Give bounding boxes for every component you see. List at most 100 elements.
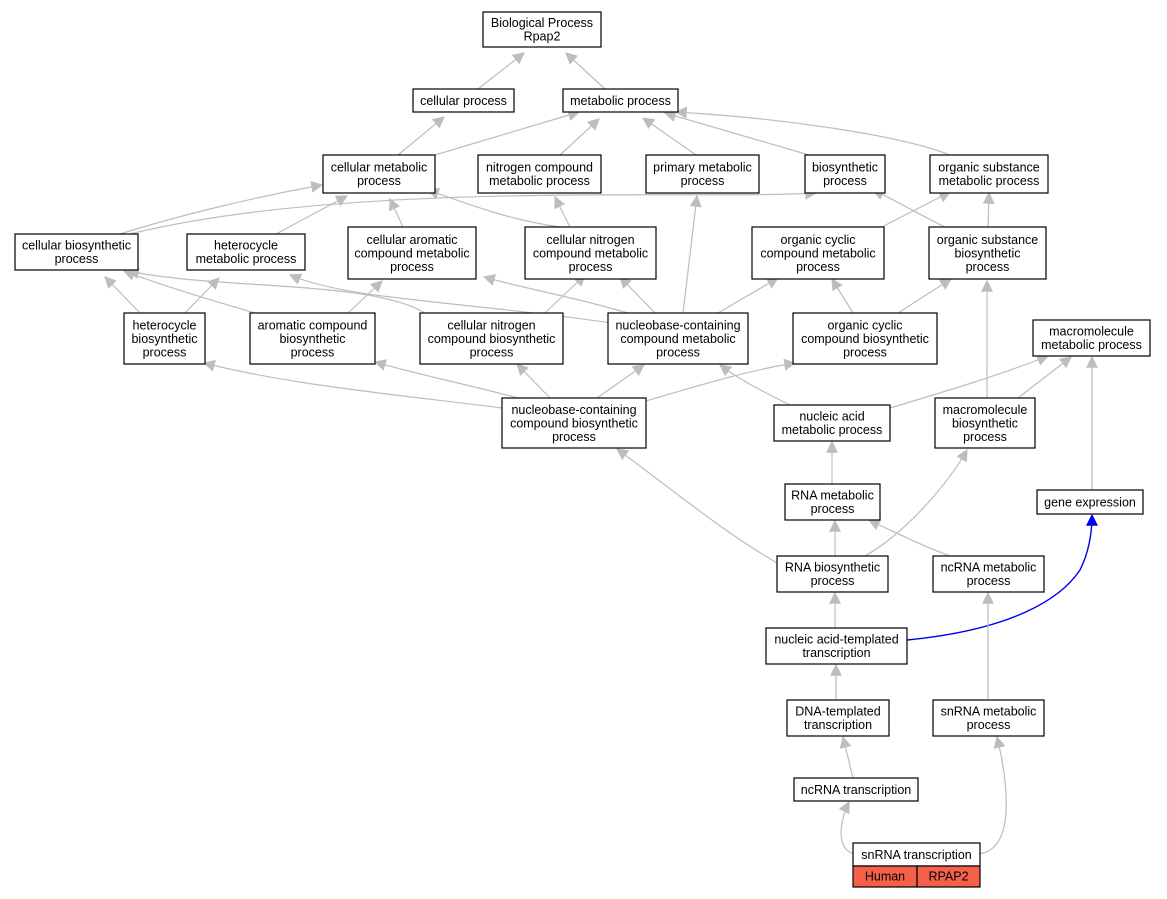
- edge-nbmet-orgcycmet: [717, 277, 780, 314]
- go-term-label-line: nucleobase-containing: [511, 403, 636, 417]
- go-term-label-line: biosynthetic: [279, 332, 345, 346]
- go-term-label-line: process: [823, 174, 867, 188]
- go-term-label-line: macromolecule: [943, 403, 1028, 417]
- go-term-box: [186, 233, 306, 271]
- go-term-label-line: cellular metabolic: [331, 161, 428, 175]
- go-term-node-metproc[interactable]: metabolic process: [562, 88, 679, 113]
- go-term-label-line: biosynthetic: [131, 332, 197, 346]
- go-term-node-ncrnatrans[interactable]: ncRNA transcription: [793, 777, 919, 802]
- go-term-label-line: process: [963, 430, 1007, 444]
- go-term-label-line: Rpap2: [524, 30, 561, 44]
- go-term-box: [932, 555, 1045, 593]
- edge-rnabio-nbbio: [616, 448, 778, 564]
- edge-metproc-bp: [565, 52, 606, 90]
- go-term-label-line: organic cyclic: [780, 233, 855, 247]
- go-term-label-line: compound metabolic: [533, 246, 648, 260]
- edge-cellarom-cellmet: [389, 197, 404, 228]
- go-term-label-line: process: [967, 574, 1011, 588]
- go-term-box: [477, 154, 602, 194]
- go-term-box: [347, 226, 477, 280]
- edge-rnabio-macrobio: [864, 448, 968, 557]
- go-term-label-line: metabolic process: [489, 174, 590, 188]
- edge-orgcycbio-orgsubbio: [897, 278, 953, 314]
- go-term-box: [786, 699, 890, 737]
- edge-cellnitbio-cellbiosyn: [126, 267, 426, 314]
- edge-nitromet-metproc: [559, 118, 600, 156]
- legend-species-label: Human: [865, 870, 905, 884]
- go-term-box: [322, 154, 436, 194]
- edge-biosyn-metproc: [663, 110, 810, 156]
- go-term-label-line: compound metabolic: [620, 332, 735, 346]
- go-term-box: [792, 312, 938, 365]
- go-term-node-snrnatrans[interactable]: snRNA transcription: [852, 842, 981, 867]
- edge-hetbio-cellbiosyn: [104, 276, 141, 314]
- edge-nbbio-nbmet: [596, 364, 645, 399]
- go-term-box: [419, 312, 564, 365]
- edge-cellmet-metproc: [434, 109, 581, 156]
- go-term-box: [249, 312, 376, 365]
- go-term-label-line: cellular biosynthetic: [22, 239, 131, 253]
- edge-arombio-cellarom: [347, 280, 383, 314]
- edge-natrans-geneexp: [906, 513, 1098, 641]
- go-term-label-line: aromatic compound: [258, 318, 368, 332]
- go-term-label-line: process: [390, 260, 434, 274]
- go-term-label-line: primary metabolic: [653, 161, 752, 175]
- go-term-box: [929, 154, 1049, 194]
- edge-hetmet-cellmet: [275, 195, 349, 235]
- legend-gene-label: RPAP2: [928, 870, 968, 884]
- go-term-label-line: cellular process: [420, 94, 507, 108]
- go-term-label-line: metabolic process: [782, 423, 883, 437]
- edge-snrnatrans-snrnamet: [977, 735, 1007, 855]
- go-term-box: [793, 777, 919, 802]
- go-term-box: [645, 154, 760, 194]
- go-term-label-line: process: [811, 574, 855, 588]
- go-term-label-line: organic substance: [938, 161, 1040, 175]
- go-term-label-line: RNA metabolic: [791, 489, 874, 503]
- go-term-label-line: biosynthetic: [812, 161, 878, 175]
- go-term-box: [412, 88, 515, 113]
- go-term-label-line: biosynthetic: [954, 246, 1020, 260]
- edge-primmet-metproc: [642, 117, 697, 156]
- edge-orgsubbio-orgsubmet: [982, 191, 995, 228]
- edge-cellbiosyn-cellmet: [119, 180, 324, 235]
- go-term-label-line: process: [470, 345, 514, 359]
- edge-namet-macromet: [889, 354, 1050, 409]
- go-term-node-geneexp[interactable]: gene expression: [1036, 489, 1144, 515]
- go-term-box: [482, 11, 602, 48]
- go-term-label-line: biosynthetic: [952, 416, 1018, 430]
- edge-cellproc-bp: [477, 52, 525, 90]
- go-term-label-line: gene expression: [1044, 495, 1136, 509]
- go-term-label-line: transcription: [802, 646, 870, 660]
- edge-nbmet-cellnitro: [619, 276, 656, 314]
- go-term-label-line: RNA biosynthetic: [785, 561, 880, 575]
- go-term-label-line: nucleobase-containing: [615, 318, 740, 332]
- go-term-node-cellproc[interactable]: cellular process: [412, 88, 515, 113]
